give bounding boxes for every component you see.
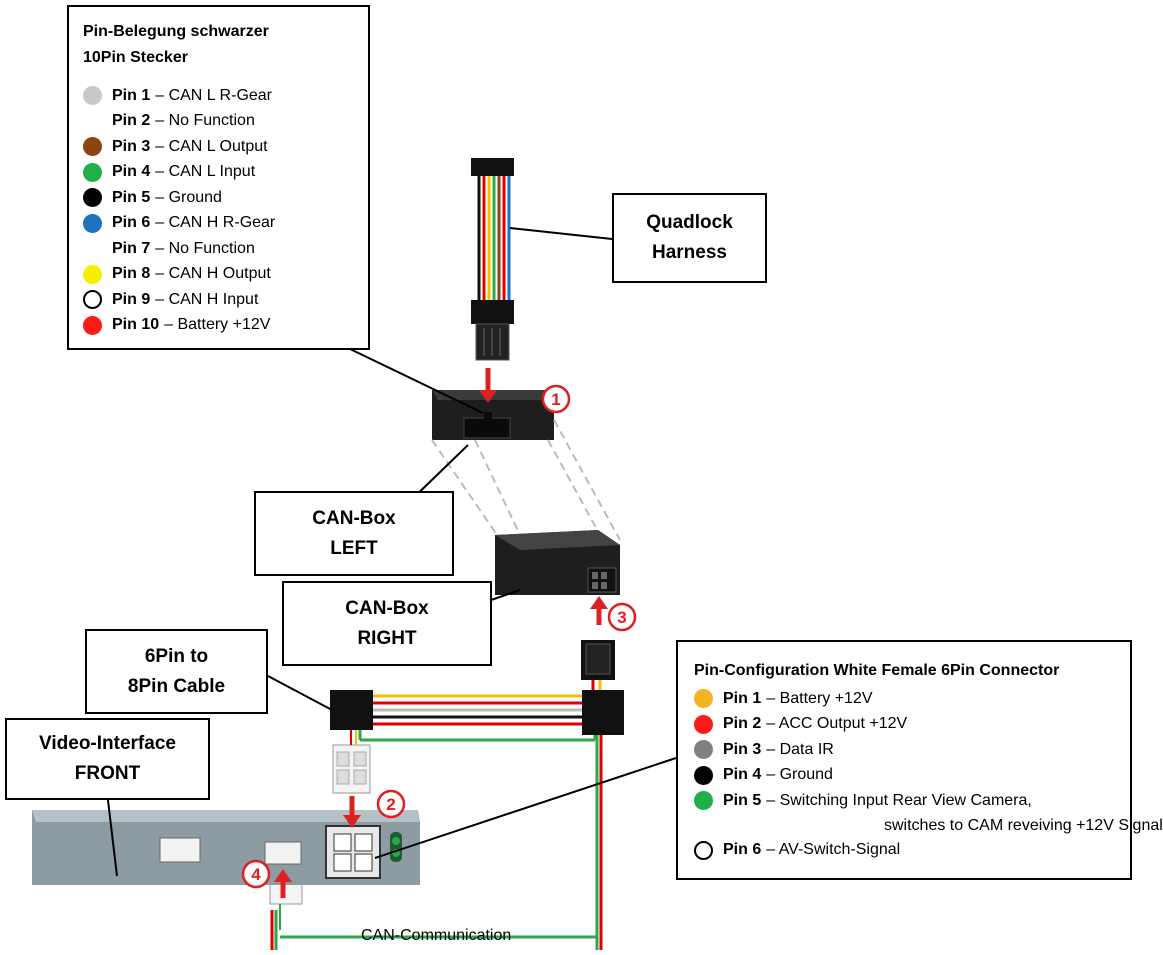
pin-description: – Battery +12V [766, 689, 873, 707]
pin-number: Pin 3 [112, 137, 151, 155]
pin-description: – CAN L R-Gear [155, 86, 273, 104]
pin-row: Pin 10– Battery +12V [83, 313, 368, 339]
pin-number: Pin 2 [723, 715, 762, 733]
pin-description: – AV-Switch-Signal [766, 841, 901, 859]
marker-4: 4 [241, 859, 271, 889]
pin-row: Pin 6– AV-Switch-Signal [694, 838, 1130, 864]
pin-color-dot [83, 290, 102, 310]
pin-number: Pin 6 [112, 214, 151, 232]
pin-color-dot [83, 239, 102, 258]
pin-description: – CAN L Output [155, 137, 268, 155]
pin-description: – CAN H Output [155, 265, 271, 283]
pin-number: Pin 6 [723, 841, 762, 859]
pin-row: Pin 5– Ground [83, 185, 368, 211]
canbox-left-label: CAN-Box LEFT [254, 491, 454, 576]
marker-3: 3 [607, 602, 637, 632]
can-communication-caption: CAN-Communication [361, 927, 512, 944]
pin-row: Pin 3– Data IR [694, 737, 1130, 763]
quadlock-harness [471, 158, 514, 361]
pin-belegung-box: Pin-Belegung schwarzer 10Pin Stecker Pin… [67, 5, 370, 350]
pin-color-dot [83, 264, 102, 284]
pin-color-dot [694, 765, 713, 785]
pin-color-dot [694, 714, 713, 734]
pin-row: Pin 4– CAN L Input [83, 160, 368, 186]
pin-number: Pin 4 [112, 163, 151, 181]
box-link-dashes [431, 419, 621, 541]
pin-number: Pin 1 [112, 86, 151, 104]
svg-text:2: 2 [386, 795, 395, 814]
pin-description: – Ground [155, 188, 222, 206]
pin-number: Pin 9 [112, 290, 151, 308]
pin-description: – Ground [766, 766, 833, 784]
video-interface-label: Video-Interface FRONT [5, 718, 210, 800]
pin-color-dot [83, 112, 102, 131]
marker-2: 2 [376, 789, 406, 819]
pin-description: – No Function [155, 112, 255, 130]
pin-color-dot [83, 188, 102, 208]
canbox-right-cable-connector [581, 640, 615, 690]
pin-row: Pin 4– Ground [694, 763, 1130, 789]
pin-row: Pin 6– CAN H R-Gear [83, 211, 368, 237]
pin-row: Pin 9– CAN H Input [83, 287, 368, 313]
pin-number: Pin 5 [723, 791, 762, 809]
pin-number: Pin 4 [723, 766, 762, 784]
pin-color-dot [83, 137, 102, 157]
wiring-diagram-canvas: 1 2 3 4 [32, 158, 677, 950]
pin-number: Pin 10 [112, 316, 160, 334]
pin-number: Pin 1 [723, 689, 762, 707]
pin-color-dot [83, 213, 102, 233]
pin-row: Pin 8– CAN H Output [83, 262, 368, 288]
video-interface-device [32, 810, 420, 885]
pin-description: – Data IR [766, 740, 834, 758]
pin-description: – CAN H R-Gear [155, 214, 276, 232]
pin-number: Pin 5 [112, 188, 151, 206]
pin-row: Pin 2– No Function [83, 109, 368, 135]
pin-box-left-title-2: 10Pin Stecker [83, 49, 188, 66]
pin-row: Pin 1– Battery +12V [694, 686, 1130, 712]
pin-description: – Battery +12V [164, 316, 271, 334]
pin-row: Pin 5– Switching Input Rear View Camera, [694, 788, 1130, 814]
pin-color-dot [694, 689, 713, 709]
pin-configuration-box: Pin-Configuration White Female 6Pin Conn… [676, 640, 1163, 880]
svg-text:4: 4 [251, 865, 261, 884]
pin-number: Pin 3 [723, 740, 762, 758]
cable-label: 6Pin to 8Pin Cable [85, 629, 268, 714]
pin-color-dot [694, 840, 713, 860]
pin-number: Pin 7 [112, 239, 151, 257]
canbox-right-device [495, 530, 620, 595]
pin-row: Pin 2– ACC Output +12V [694, 712, 1130, 738]
pin-box-left-title-1: Pin-Belegung schwarzer [83, 23, 269, 40]
pin-color-dot [83, 315, 102, 335]
pin-description-continuation: switches to CAM reveiving +12V Signal [884, 816, 1163, 834]
six-to-eight-pin-cable [330, 690, 624, 794]
pin-color-dot [83, 86, 102, 106]
pin-description: – ACC Output +12V [766, 715, 908, 733]
pin-number: Pin 2 [112, 112, 151, 130]
svg-text:3: 3 [617, 608, 626, 627]
pin-description: – Switching Input Rear View Camera, [766, 791, 1032, 809]
pin-row: Pin 1– CAN L R-Gear [83, 83, 368, 109]
pin-box-right-title: Pin-Configuration White Female 6Pin Conn… [694, 662, 1060, 679]
pin-row: Pin 7– No Function [83, 236, 368, 262]
pin-description: – CAN L Input [155, 163, 256, 181]
pin-row: Pin 3– CAN L Output [83, 134, 368, 160]
marker-1: 1 [541, 384, 571, 414]
pin-number: Pin 8 [112, 265, 151, 283]
pin-description: – No Function [155, 239, 255, 257]
canbox-right-label: CAN-Box RIGHT [282, 581, 492, 666]
pin-color-dot [83, 162, 102, 182]
pin-color-dot [694, 740, 713, 760]
pin-description: – CAN H Input [155, 290, 259, 308]
pin-color-dot [694, 791, 713, 811]
svg-text:1: 1 [551, 390, 560, 409]
quadlock-harness-label: Quadlock Harness [612, 193, 767, 283]
